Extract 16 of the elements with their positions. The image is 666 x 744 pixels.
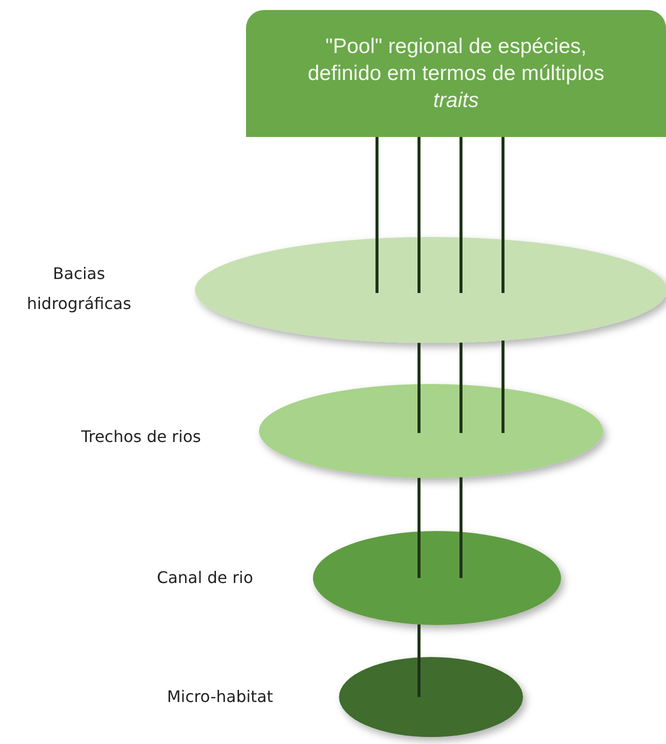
box-text: "Pool" regional de espécies, definido em termos de múltiplos traits <box>306 34 606 114</box>
connector-line <box>418 624 420 697</box>
connector-line <box>376 137 378 293</box>
level-label: Canal de rio <box>156 567 254 589</box>
level-label: Bacias hidrográficas <box>26 263 132 315</box>
connector-line <box>418 478 420 578</box>
connector-line <box>460 137 462 293</box>
connector-line <box>502 137 504 293</box>
connector-line <box>418 137 420 293</box>
level-label: Trechos de rios <box>80 426 202 448</box>
connector-line <box>460 342 462 433</box>
connector-line <box>460 477 462 578</box>
connector-line <box>502 340 504 433</box>
level-label: Micro-habitat <box>166 686 274 708</box>
pool-box <box>246 10 666 137</box>
connector-line <box>418 342 420 433</box>
